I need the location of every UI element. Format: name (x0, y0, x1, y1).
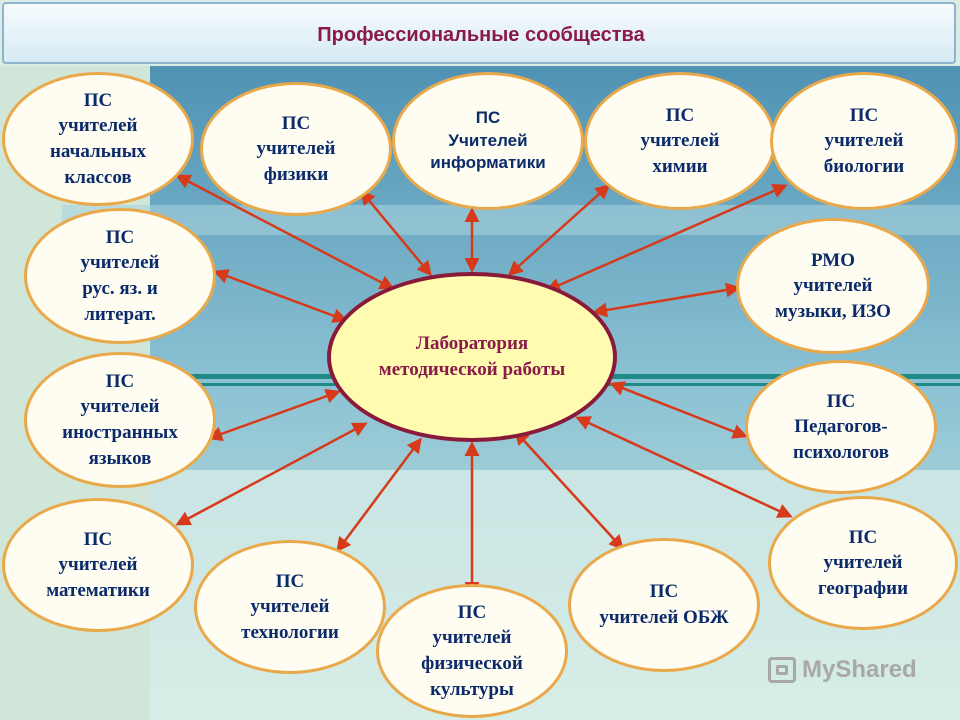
arrow-psych (609, 381, 748, 439)
node-label: ПС учителей физической культуры (421, 601, 523, 700)
arrow-foreign (207, 389, 341, 441)
node-label: ПС учителей рус. яз. и литерат. (80, 226, 160, 325)
node-primary: ПС учителей начальных классов (2, 72, 194, 206)
watermark-text: MyShared (802, 656, 917, 683)
node-technology: ПС учителей технологии (194, 540, 386, 674)
node-label: ПС учителей биологии (823, 104, 905, 177)
node-label: ПС учителей химии (640, 104, 720, 177)
myshared-logo-icon (768, 657, 796, 683)
node-biology: ПС учителей биологии (770, 72, 958, 210)
center-node-label: Лаборатория методической работы (378, 333, 566, 380)
node-label: РМО учителей музыки, ИЗО (775, 249, 891, 322)
node-physics: ПС учителей физики (200, 82, 392, 216)
node-psych: ПС Педагогов- психологов (745, 360, 937, 494)
arrow-primary (175, 174, 395, 290)
node-russian: ПС учителей рус. яз. и литерат. (24, 208, 216, 344)
node-foreign: ПС учителей иностранных языков (24, 352, 216, 488)
arrow-russian (213, 269, 348, 323)
node-label: ПС учителей физики (256, 112, 336, 185)
arrow-obzh (513, 429, 625, 551)
node-label: ПС учителей начальных классов (49, 89, 147, 188)
node-label: ПС учителей математики (46, 528, 150, 601)
node-pe: ПС учителей физической культуры (376, 584, 568, 718)
node-label: ПС Учителей информатики (430, 107, 546, 173)
arrow-math (175, 422, 368, 526)
node-label: ПС учителей иностранных языков (62, 370, 178, 469)
page-title: Профессиональные сообщества (317, 24, 645, 46)
arrow-music (592, 282, 741, 318)
node-obzh: ПС учителей ОБЖ (568, 538, 760, 672)
arrow-physics (360, 189, 432, 277)
node-label: ПС Педагогов- психологов (793, 390, 889, 463)
node-label: ПС учителей технологии (241, 570, 339, 643)
node-label: ПС учителей географии (817, 526, 909, 599)
arrow-biology (545, 183, 788, 293)
watermark: MyShared (768, 656, 917, 684)
node-geography: ПС учителей географии (768, 496, 958, 630)
node-informatics: ПС Учителей информатики (392, 72, 584, 210)
arrow-technology (336, 437, 422, 553)
node-chemistry: ПС учителей химии (584, 72, 776, 210)
node-label: ПС учителей ОБЖ (599, 581, 729, 628)
node-math: ПС учителей математики (2, 498, 194, 632)
title-bar: Профессиональные сообщества (2, 2, 956, 64)
node-music: РМО учителей музыки, ИЗО (736, 218, 930, 354)
center-node-methodical-lab: Лаборатория методической работы (327, 272, 617, 442)
